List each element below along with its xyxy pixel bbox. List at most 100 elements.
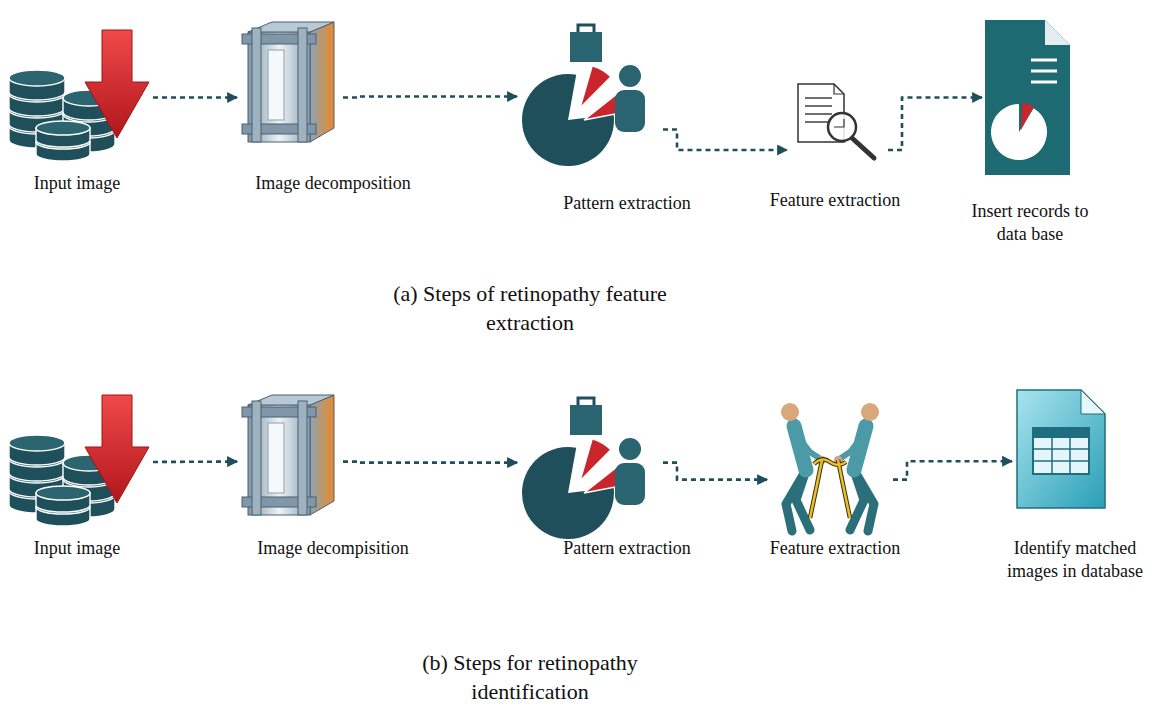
icon-part: [805, 97, 832, 98]
icon-part: [85, 30, 149, 138]
icon-part: [570, 405, 602, 435]
icon-part: [852, 138, 874, 158]
step-icon: [985, 20, 1070, 175]
step-label-box: Feature extraction: [755, 537, 915, 560]
step-label: Input image: [17, 172, 137, 195]
icon-part: [252, 401, 261, 515]
flow-arrow: [153, 460, 237, 463]
step-icon: [5, 30, 150, 165]
step-label-box: Input image: [17, 172, 137, 195]
icon-part: [1033, 448, 1089, 450]
step-icon: [1015, 388, 1107, 510]
step-label: Input image: [17, 537, 137, 560]
flow-arrow: [663, 130, 787, 151]
icon-part: [615, 90, 645, 132]
icon-part: [796, 434, 822, 460]
step-label: Feature extraction: [755, 537, 915, 560]
icon-part: [578, 398, 594, 405]
icon-part: [252, 28, 261, 142]
icon-part: [9, 70, 65, 86]
process-step: Pattern extraction: [520, 393, 660, 538]
icon-part: [810, 459, 850, 518]
icon-part: [1031, 70, 1057, 73]
flow-arrow: [153, 96, 237, 99]
process-step: Image decompisition: [240, 393, 340, 520]
icon-part: [615, 463, 645, 505]
step-icon: [5, 395, 150, 525]
icon-part: [619, 65, 641, 87]
process-step: Feature extraction: [790, 80, 885, 160]
icon-part: [298, 401, 307, 515]
icon-part: [570, 32, 602, 62]
flow-arrow: [888, 98, 982, 151]
icon-part: [838, 434, 864, 460]
step-label-box: Feature extraction: [755, 189, 915, 212]
step-label: Feature extraction: [755, 189, 915, 212]
step-label-box: Input image: [17, 537, 137, 560]
process-step: Insert records to data base: [985, 20, 1070, 175]
icon-part: [36, 486, 90, 500]
process-step: Input image: [5, 395, 150, 525]
figure-caption: (a) Steps of retinopathy feature extract…: [365, 279, 695, 337]
step-icon: [240, 393, 340, 520]
step-label-box: Image decomposition: [238, 172, 428, 195]
icon-part: [1051, 438, 1053, 474]
process-step: Feature extraction: [770, 400, 890, 535]
icon-part: [834, 84, 844, 94]
step-label: Image decomposition: [238, 172, 428, 195]
icon-part: [1031, 81, 1057, 84]
process-step: Identify matched images in database: [1015, 388, 1107, 510]
icon-part: [1033, 428, 1089, 438]
step-label: Insert records to data base: [970, 200, 1090, 247]
icon-part: [578, 25, 594, 32]
flow-arrow: [893, 461, 1012, 479]
icon-part: [1069, 438, 1071, 474]
icon-part: [991, 104, 1047, 160]
step-label-box: Image decompisition: [238, 537, 428, 560]
icon-part: [861, 403, 879, 421]
step-label: Image decompisition: [238, 537, 428, 560]
icon-part: [1021, 103, 1034, 130]
icon-part: [805, 113, 832, 114]
icon-part: [834, 119, 844, 127]
icon-part: [9, 435, 65, 451]
icon-part: [786, 470, 806, 531]
icon-part: [85, 395, 149, 503]
step-icon: [520, 20, 660, 170]
process-step: Image decomposition: [240, 20, 340, 145]
step-icon: [520, 393, 660, 538]
process-step: Input image: [5, 30, 150, 165]
flow-arrow: [343, 462, 517, 463]
icon-part: [268, 423, 284, 493]
icon-part: [1017, 390, 1105, 508]
icon-part: [1033, 460, 1089, 462]
icon-part: [985, 20, 1070, 175]
step-label-box: Insert records to data base: [970, 200, 1090, 247]
step-label: Identify matched images in database: [1005, 537, 1145, 584]
icon-part: [991, 104, 1047, 160]
icon-part: [805, 105, 832, 106]
icon-part: [298, 28, 307, 142]
icon-part: [1033, 428, 1089, 474]
icon-part: [1031, 59, 1057, 62]
flow-arrow: [663, 463, 767, 480]
step-icon: [770, 400, 890, 535]
step-icon: [790, 80, 885, 160]
step-label-box: Identify matched images in database: [1005, 537, 1145, 584]
step-icon: [240, 20, 340, 145]
icon-part: [854, 470, 874, 531]
caption-box: (b) Steps for retinopathy identification: [365, 648, 695, 706]
icon-part: [1081, 390, 1105, 414]
icon-part: [828, 113, 856, 141]
process-step: Pattern extraction: [520, 20, 660, 170]
icon-part: [1021, 103, 1034, 130]
caption-box: (a) Steps of retinopathy feature extract…: [365, 279, 695, 337]
step-label: Pattern extraction: [542, 192, 712, 215]
flow-arrow: [343, 97, 517, 98]
icon-part: [781, 403, 799, 421]
icon-part: [36, 121, 90, 135]
figure-caption: (b) Steps for retinopathy identification: [365, 648, 695, 706]
step-label-box: Pattern extraction: [542, 192, 712, 215]
